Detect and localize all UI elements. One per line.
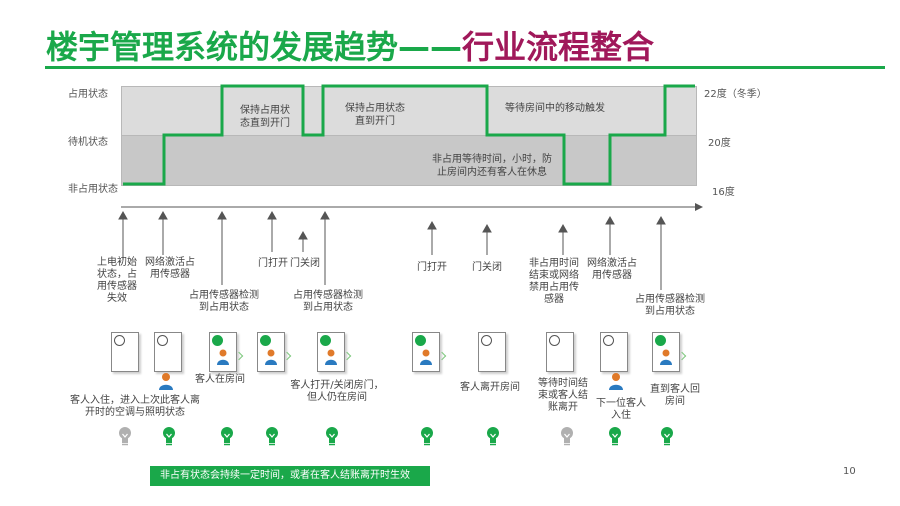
guest-icon <box>420 349 432 365</box>
bulb-on-icon <box>661 427 673 446</box>
key-card <box>257 332 292 372</box>
caption-next-guest: 下一位客人 入住 <box>596 398 646 421</box>
standby-band <box>121 135 697 186</box>
bulb-on-icon <box>421 427 433 446</box>
bulb-on-icon <box>487 427 499 446</box>
card-indicator-icon <box>481 335 492 346</box>
card-indicator-icon <box>603 335 614 346</box>
key-card <box>111 332 139 372</box>
card-indicator-icon <box>655 335 666 346</box>
event-note-6: 占用传感器检测 到占用状态 <box>293 290 363 313</box>
guest-icon <box>265 349 277 365</box>
caption-door: 客人打开/关闭房门， 但人仍在房间 <box>290 380 384 403</box>
state-label-occupied: 占用状态 <box>68 89 108 100</box>
guest-icon <box>217 349 229 365</box>
footer-note: 非占有状态会持续一定时间，或者在客人结账离开时生效 <box>150 466 430 486</box>
title-part2: 行业流程整合 <box>462 28 655 66</box>
band-note-wait-move: 等待房间中的移动触发 <box>505 103 605 114</box>
band-note-keep1: 保持占用状 态直到开门 <box>240 105 290 129</box>
bulb-on-icon <box>221 427 233 446</box>
caption-wait-end: 等待时间结 束或客人结 账离开 <box>538 378 588 413</box>
caption-until-return: 直到客人回 房间 <box>650 384 700 407</box>
event-note-3: 占用传感器检测 到占用状态 <box>189 290 259 313</box>
event-note-1: 上电初始 状态，占 用传感器 失效 <box>97 257 137 304</box>
event-note-5: 门关闭 <box>290 258 320 269</box>
card-indicator-icon <box>157 335 168 346</box>
slide-title: 楼宇管理系统的发展趋势——行业流程整合 <box>46 22 654 68</box>
key-card <box>652 332 687 372</box>
caption-in-room: 客人在房间 <box>195 374 245 385</box>
event-note-4: 门打开 <box>258 258 288 269</box>
event-note-7: 门打开 <box>417 262 447 273</box>
caption-leave: 客人离开房间 <box>460 382 520 393</box>
bulb-off-icon <box>119 427 131 446</box>
card-indicator-icon <box>260 335 271 346</box>
key-card <box>412 332 447 372</box>
key-card <box>546 332 574 372</box>
event-note-11: 占用传感器检测 到占用状态 <box>635 294 705 317</box>
card-indicator-icon <box>320 335 331 346</box>
title-part1: 楼宇管理系统的发展趋势—— <box>46 28 463 66</box>
band-note-keep2: 保持占用状态 直到开门 <box>345 103 405 127</box>
event-note-2: 网络激活占 用传感器 <box>145 257 195 280</box>
key-card <box>478 332 506 372</box>
key-card <box>154 332 182 372</box>
key-card <box>600 332 628 372</box>
timeline-arrowhead <box>695 203 703 211</box>
event-note-8: 门关闭 <box>472 262 502 273</box>
bulb-on-icon <box>609 427 621 446</box>
bulb-on-icon <box>326 427 338 446</box>
key-card <box>317 332 352 372</box>
guest-icon <box>325 349 337 365</box>
page-number: 10 <box>843 466 856 477</box>
caption-check-in: 客人入住，进入上次此客人离 开时的空调与照明状态 <box>70 395 200 418</box>
guest-icon <box>660 349 672 365</box>
state-label-unoccupied: 非占用状态 <box>68 184 118 195</box>
bulb-on-icon <box>266 427 278 446</box>
card-indicator-icon <box>549 335 560 346</box>
state-label-standby: 待机状态 <box>68 137 108 148</box>
event-arrows <box>118 210 666 290</box>
card-indicator-icon <box>114 335 125 346</box>
bulb-on-icon <box>163 427 175 446</box>
temp-high: 22度（冬季） <box>704 89 767 100</box>
event-note-10: 网络激活占 用传感器 <box>587 258 637 281</box>
event-note-9: 非占用时间 结束或网络 禁用占用传 感器 <box>529 258 579 305</box>
state-line <box>123 84 695 186</box>
bulb-off-icon <box>561 427 573 446</box>
key-card <box>209 332 244 372</box>
person-icon <box>609 373 623 390</box>
temp-mid: 20度 <box>708 138 731 149</box>
card-indicator-icon <box>415 335 426 346</box>
band-note-unoccupied-wait: 非占用等待时间，小时，防 止房间内还有客人在休息 <box>432 154 552 178</box>
temp-low: 16度 <box>712 187 735 198</box>
card-indicator-icon <box>212 335 223 346</box>
title-rule <box>45 66 885 69</box>
person-icon <box>159 373 173 390</box>
